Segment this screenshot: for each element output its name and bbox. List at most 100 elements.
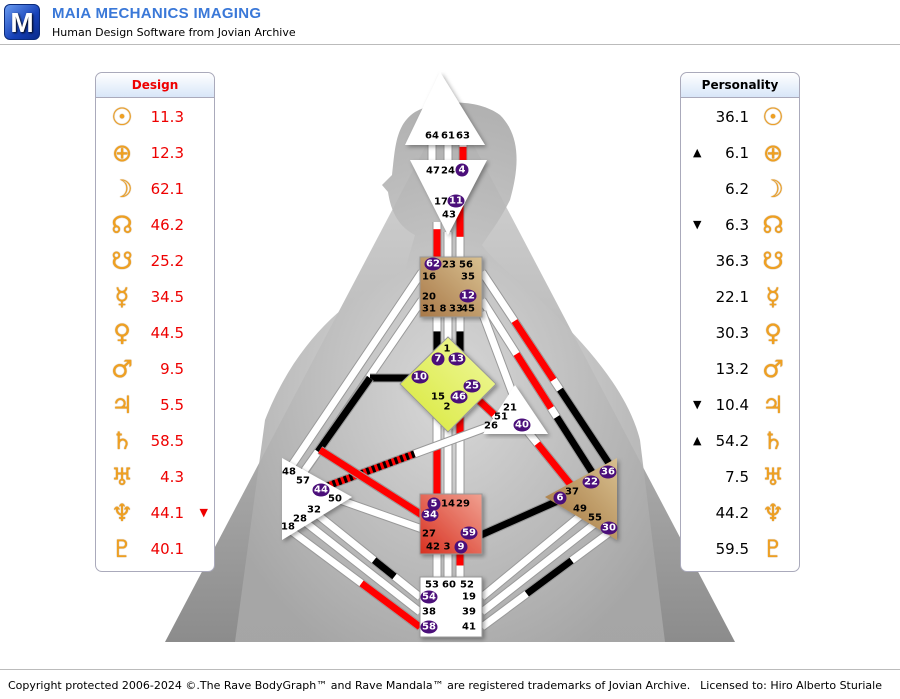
activated-gate-marker bbox=[450, 390, 468, 404]
design-row: ☊46.2 bbox=[96, 207, 214, 243]
head-center bbox=[405, 72, 485, 145]
gate-58[interactable]: 58 bbox=[422, 622, 436, 633]
gate-line-value: 4.3 bbox=[160, 468, 184, 486]
gate-37[interactable]: 37 bbox=[565, 487, 579, 498]
venus-icon: ♀ bbox=[764, 319, 782, 347]
gate-line-value: 34.5 bbox=[150, 288, 184, 306]
gate-28[interactable]: 28 bbox=[293, 514, 307, 525]
gate-25[interactable]: 25 bbox=[465, 381, 479, 392]
gate-line-value: 12.3 bbox=[150, 144, 184, 162]
personality-row: ♂13.2 bbox=[681, 351, 799, 387]
gate-53[interactable]: 53 bbox=[425, 580, 439, 591]
gate-45[interactable]: 45 bbox=[461, 304, 475, 315]
gate-57[interactable]: 57 bbox=[296, 476, 310, 487]
gate-1[interactable]: 1 bbox=[444, 344, 451, 355]
g-center bbox=[399, 336, 497, 433]
gate-3[interactable]: 3 bbox=[444, 542, 451, 553]
gate-29[interactable]: 29 bbox=[456, 499, 470, 510]
gate-43[interactable]: 43 bbox=[442, 210, 456, 221]
gate-48[interactable]: 48 bbox=[282, 467, 296, 478]
license-text: Licensed to: Hiro Alberto Sturiale bbox=[700, 679, 882, 692]
gate-62[interactable]: 62 bbox=[426, 259, 440, 270]
gate-61[interactable]: 61 bbox=[441, 131, 455, 142]
gate-38[interactable]: 38 bbox=[422, 607, 436, 618]
gate-7[interactable]: 7 bbox=[435, 354, 442, 365]
gate-20[interactable]: 20 bbox=[422, 292, 436, 303]
gate-17[interactable]: 17 bbox=[434, 197, 448, 208]
app-header: M MAIA MECHANICS IMAGING Human Design So… bbox=[0, 0, 900, 45]
gate-36[interactable]: 36 bbox=[601, 467, 615, 478]
gate-21[interactable]: 21 bbox=[503, 403, 517, 414]
gate-15[interactable]: 15 bbox=[431, 392, 445, 403]
channel-segment bbox=[553, 415, 600, 482]
gate-47[interactable]: 47 bbox=[426, 166, 440, 177]
gate-30[interactable]: 30 bbox=[602, 523, 616, 534]
channel-segment bbox=[315, 375, 373, 454]
personality-row: ♄54.2▲ bbox=[681, 423, 799, 459]
activated-gate-marker bbox=[411, 370, 429, 384]
gate-16[interactable]: 16 bbox=[422, 272, 436, 283]
gate-51[interactable]: 51 bbox=[494, 412, 508, 423]
personality-row: ☽6.2 bbox=[681, 171, 799, 207]
gate-line-value: 6.2 bbox=[725, 180, 749, 198]
gate-39[interactable]: 39 bbox=[462, 607, 476, 618]
gate-35[interactable]: 35 bbox=[461, 272, 475, 283]
personality-row: ♅7.5 bbox=[681, 459, 799, 495]
gate-4[interactable]: 4 bbox=[459, 165, 466, 176]
gate-34[interactable]: 34 bbox=[423, 510, 437, 521]
channel-segment bbox=[557, 387, 615, 470]
gate-44[interactable]: 44 bbox=[314, 485, 328, 496]
gate-41[interactable]: 41 bbox=[462, 622, 476, 633]
gate-42[interactable]: 42 bbox=[426, 542, 440, 553]
activated-gate-marker bbox=[420, 620, 438, 634]
gate-31[interactable]: 31 bbox=[422, 304, 436, 315]
gate-59[interactable]: 59 bbox=[462, 528, 476, 539]
gate-line-value: 11.3 bbox=[150, 108, 184, 126]
gate-6[interactable]: 6 bbox=[557, 493, 564, 504]
gate-22[interactable]: 22 bbox=[584, 477, 598, 488]
gate-14[interactable]: 14 bbox=[441, 499, 455, 510]
personality-row: ⊕6.1▲ bbox=[681, 135, 799, 171]
gate-12[interactable]: 12 bbox=[461, 291, 475, 302]
gate-64[interactable]: 64 bbox=[425, 131, 439, 142]
gate-33[interactable]: 33 bbox=[449, 304, 463, 315]
gate-40[interactable]: 40 bbox=[515, 420, 529, 431]
gate-52[interactable]: 52 bbox=[460, 580, 474, 591]
gate-56[interactable]: 56 bbox=[459, 260, 473, 271]
gate-32[interactable]: 32 bbox=[307, 505, 321, 516]
activated-gate-marker bbox=[455, 163, 469, 177]
gate-63[interactable]: 63 bbox=[456, 131, 470, 142]
gate-49[interactable]: 49 bbox=[573, 504, 587, 515]
gate-9[interactable]: 9 bbox=[458, 542, 465, 553]
gate-18[interactable]: 18 bbox=[281, 522, 295, 533]
gate-line-value: 6.3 bbox=[725, 216, 749, 234]
channel-segment bbox=[511, 319, 557, 382]
gate-line-value: 44.5 bbox=[150, 324, 184, 342]
gate-55[interactable]: 55 bbox=[588, 513, 602, 524]
gate-13[interactable]: 13 bbox=[450, 354, 464, 365]
gate-24[interactable]: 24 bbox=[441, 166, 455, 177]
gate-46[interactable]: 46 bbox=[452, 392, 466, 403]
gate-11[interactable]: 11 bbox=[449, 196, 463, 207]
gate-60[interactable]: 60 bbox=[442, 580, 456, 591]
gate-23[interactable]: 23 bbox=[442, 260, 456, 271]
gate-line-value: 25.2 bbox=[150, 252, 184, 270]
gate-5[interactable]: 5 bbox=[431, 499, 438, 510]
activated-gate-marker bbox=[447, 194, 465, 208]
activated-gate-marker bbox=[459, 289, 477, 303]
gate-10[interactable]: 10 bbox=[413, 372, 427, 383]
gate-27[interactable]: 27 bbox=[422, 529, 436, 540]
gate-50[interactable]: 50 bbox=[328, 494, 342, 505]
gate-line-value: 6.1 bbox=[725, 144, 749, 162]
gate-2[interactable]: 2 bbox=[444, 402, 451, 413]
mars-icon: ♂ bbox=[762, 355, 784, 383]
activated-gate-marker bbox=[312, 483, 330, 497]
gate-26[interactable]: 26 bbox=[484, 421, 498, 432]
personality-panel: Personality ☉36.1⊕6.1▲☽6.2☊6.3▼☋36.3☿22.… bbox=[680, 72, 800, 572]
gate-54[interactable]: 54 bbox=[422, 592, 436, 603]
gate-19[interactable]: 19 bbox=[462, 592, 476, 603]
mars-icon: ♂ bbox=[111, 355, 133, 383]
gate-8[interactable]: 8 bbox=[440, 304, 447, 315]
design-row: ☽62.1 bbox=[96, 171, 214, 207]
